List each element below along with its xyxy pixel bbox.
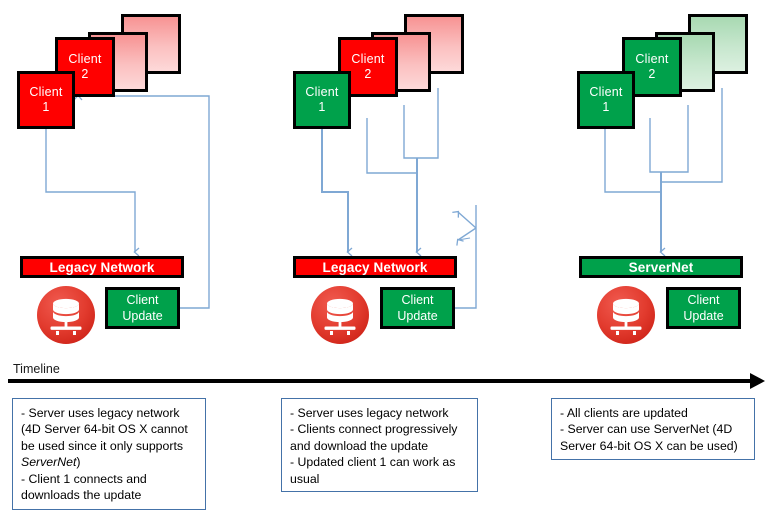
client-update-box-3: Client Update: [666, 287, 741, 329]
database-icon-1: [36, 285, 96, 345]
note-line: - Client 1 connects and: [21, 471, 147, 486]
note-box-phase-1: - Server uses legacy network (4D Server …: [12, 398, 206, 510]
note-line: - Updated client 1 can work as: [290, 455, 456, 470]
note-line: - Clients connect progressively: [290, 422, 458, 437]
timeline-arrow: [8, 373, 765, 389]
note-line: and download the update: [290, 438, 429, 453]
note-line: (4D Server 64-bit OS X cannot: [21, 422, 188, 437]
client-update-box-1: Client Update: [105, 287, 180, 329]
note-line-italic: ServerNet): [21, 455, 81, 470]
note-line: - Server uses legacy network: [21, 406, 180, 420]
database-icon-2: [310, 285, 370, 345]
note-line: Server 64-bit OS X can be used): [560, 438, 738, 453]
client-box-1: Client 1: [577, 71, 635, 129]
note-line: - Server uses legacy network: [290, 406, 449, 420]
timeline-label: Timeline: [13, 362, 60, 376]
note-line: usual: [290, 471, 320, 486]
client-update-box-2: Client Update: [380, 287, 455, 329]
note-line: downloads the update: [21, 488, 142, 503]
note-line: - All clients are updated: [560, 406, 688, 420]
note-line: - Server can use ServerNet (4D: [560, 422, 733, 437]
client-box-1: Client 1: [293, 71, 351, 129]
note-line: be used since it only supports: [21, 438, 184, 453]
database-icon-3: [596, 285, 656, 345]
note-box-phase-2: - Server uses legacy network - Clients c…: [281, 398, 478, 492]
network-bar-servernet: ServerNet: [579, 256, 743, 278]
note-box-phase-3: - All clients are updated - Server can u…: [551, 398, 755, 460]
client-box-1: Client 1: [17, 71, 75, 129]
client-box-2: Client 2: [622, 37, 682, 97]
network-bar-legacy-2: Legacy Network: [293, 256, 457, 278]
network-bar-legacy-1: Legacy Network: [20, 256, 184, 278]
